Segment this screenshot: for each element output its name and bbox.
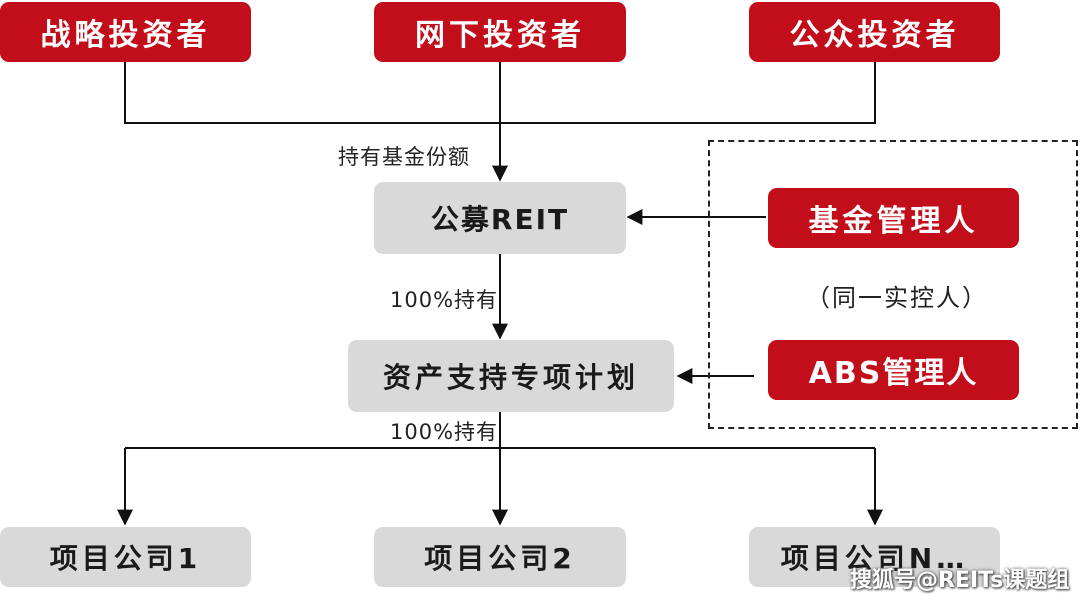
same-controller-group: [708, 140, 1078, 429]
public-reit-box: 公募REIT: [374, 182, 626, 254]
same-controller-note: （同一实控人）: [806, 284, 988, 312]
hold-100-reit-label: 100%持有: [390, 288, 499, 312]
watermark: 搜狐号@REITs课题组: [850, 568, 1070, 593]
project-company-n-box: 项目公司N…: [749, 527, 1000, 587]
project-company-2-box: 项目公司2: [374, 527, 626, 587]
strategic-investor-box: 战略投资者: [0, 2, 251, 62]
abs-manager-box: ABS管理人: [768, 340, 1019, 400]
offline-investor-box: 网下投资者: [374, 2, 626, 62]
line-public: [500, 62, 876, 124]
hold-100-abs-label: 100%持有: [390, 420, 499, 444]
hold-shares-label: 持有基金份额: [338, 145, 470, 169]
project-company-1-box: 项目公司1: [0, 527, 251, 587]
fund-manager-box: 基金管理人: [768, 188, 1019, 248]
abs-plan-box: 资产支持专项计划: [348, 340, 674, 412]
public-investor-box: 公众投资者: [749, 2, 1000, 62]
line-strategic: [124, 62, 500, 124]
